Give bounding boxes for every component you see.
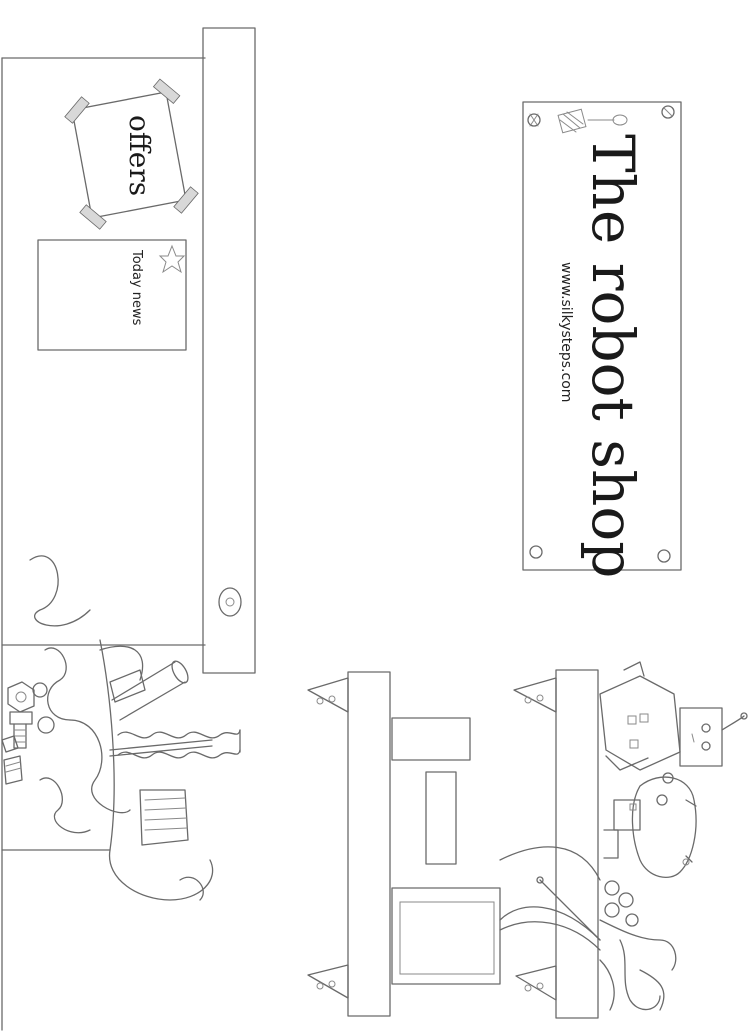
creature-robot: [603, 772, 697, 878]
screw-icon: [661, 105, 675, 119]
shop-title: The robot shop: [579, 134, 647, 578]
offers-label: offers: [123, 115, 156, 196]
shop-sign: The robot shop www.silkysteps.com: [522, 101, 682, 578]
scrap-pile: [1, 555, 241, 901]
news-label: Today news: [129, 249, 144, 326]
spanner-logo-icon: [557, 108, 628, 134]
screw-icon: [529, 545, 543, 559]
wire-bundle: [499, 846, 601, 951]
spiral-robot: [599, 880, 677, 1011]
box-robot: [599, 661, 748, 771]
shelf-unit-right: [513, 669, 599, 1019]
wall-panel: [1, 57, 206, 1031]
news-note: Today news: [37, 239, 187, 351]
vertical-plank: [202, 27, 256, 674]
offers-note: offers: [64, 78, 199, 230]
shop-url: www.silkysteps.com: [558, 262, 574, 402]
screw-icon: [657, 549, 671, 563]
star-icon: [158, 244, 186, 274]
shelf-unit-left: [307, 671, 501, 1017]
screw-icon: [527, 113, 541, 127]
